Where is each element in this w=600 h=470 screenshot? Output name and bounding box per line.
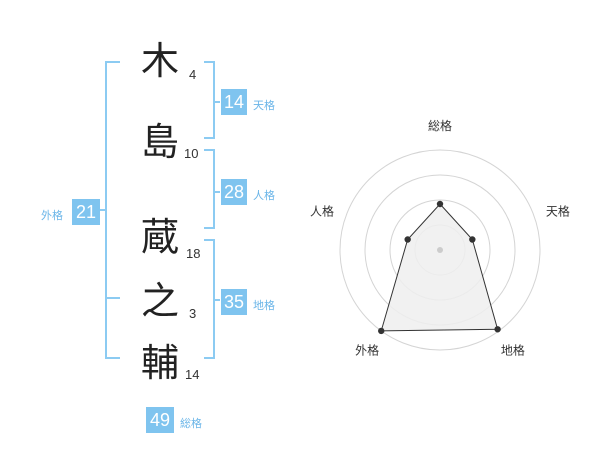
chikaku-value: 35 xyxy=(221,289,247,315)
radar-center-dot xyxy=(437,247,443,253)
radar-ring-4 xyxy=(339,149,541,351)
radar-axis-label-4: 外格 xyxy=(355,342,379,357)
jinkaku-label: 人格 xyxy=(253,190,275,202)
name-char-4: 之 xyxy=(140,279,179,323)
soukaku-value: 49 xyxy=(146,407,174,433)
name-char-5: 輔 xyxy=(140,341,179,385)
jinkaku-value: 28 xyxy=(221,179,247,205)
radar-point-5 xyxy=(404,236,411,243)
name-char-1: 木 xyxy=(140,39,179,83)
stroke-count-4: 3 xyxy=(189,306,197,321)
chikaku-label: 地格 xyxy=(253,300,275,312)
name-char-3: 蔵 xyxy=(140,215,179,259)
radar-area xyxy=(380,203,499,332)
radar-axis-label-3: 地格 xyxy=(501,342,525,357)
radar-point-3 xyxy=(494,326,501,333)
gaikaku-bracket xyxy=(100,61,120,359)
tenkaku-value: 14 xyxy=(221,89,247,115)
radar-point-2 xyxy=(469,236,476,243)
tenkaku-label: 天格 xyxy=(253,100,275,112)
stroke-count-2: 10 xyxy=(184,146,199,161)
gaikaku-label: 外格 xyxy=(41,210,63,222)
radar-point-1 xyxy=(436,200,444,208)
tenkaku-bracket xyxy=(204,61,220,139)
stroke-count-1: 4 xyxy=(189,67,197,82)
radar-axis-label-5: 人格 xyxy=(310,204,334,219)
stroke-count-3: 18 xyxy=(186,246,201,261)
gaikaku-value: 21 xyxy=(72,199,100,225)
name-char-2: 島 xyxy=(140,120,179,164)
jinkaku-bracket xyxy=(204,149,220,229)
soukaku-label: 総格 xyxy=(180,418,202,430)
chikaku-bracket xyxy=(204,239,220,359)
radar-axis-label-2: 天格 xyxy=(546,204,570,219)
radar-point-4 xyxy=(378,327,385,335)
stroke-count-5: 14 xyxy=(185,367,200,382)
radar-axis-label-1: 総格 xyxy=(428,118,452,133)
